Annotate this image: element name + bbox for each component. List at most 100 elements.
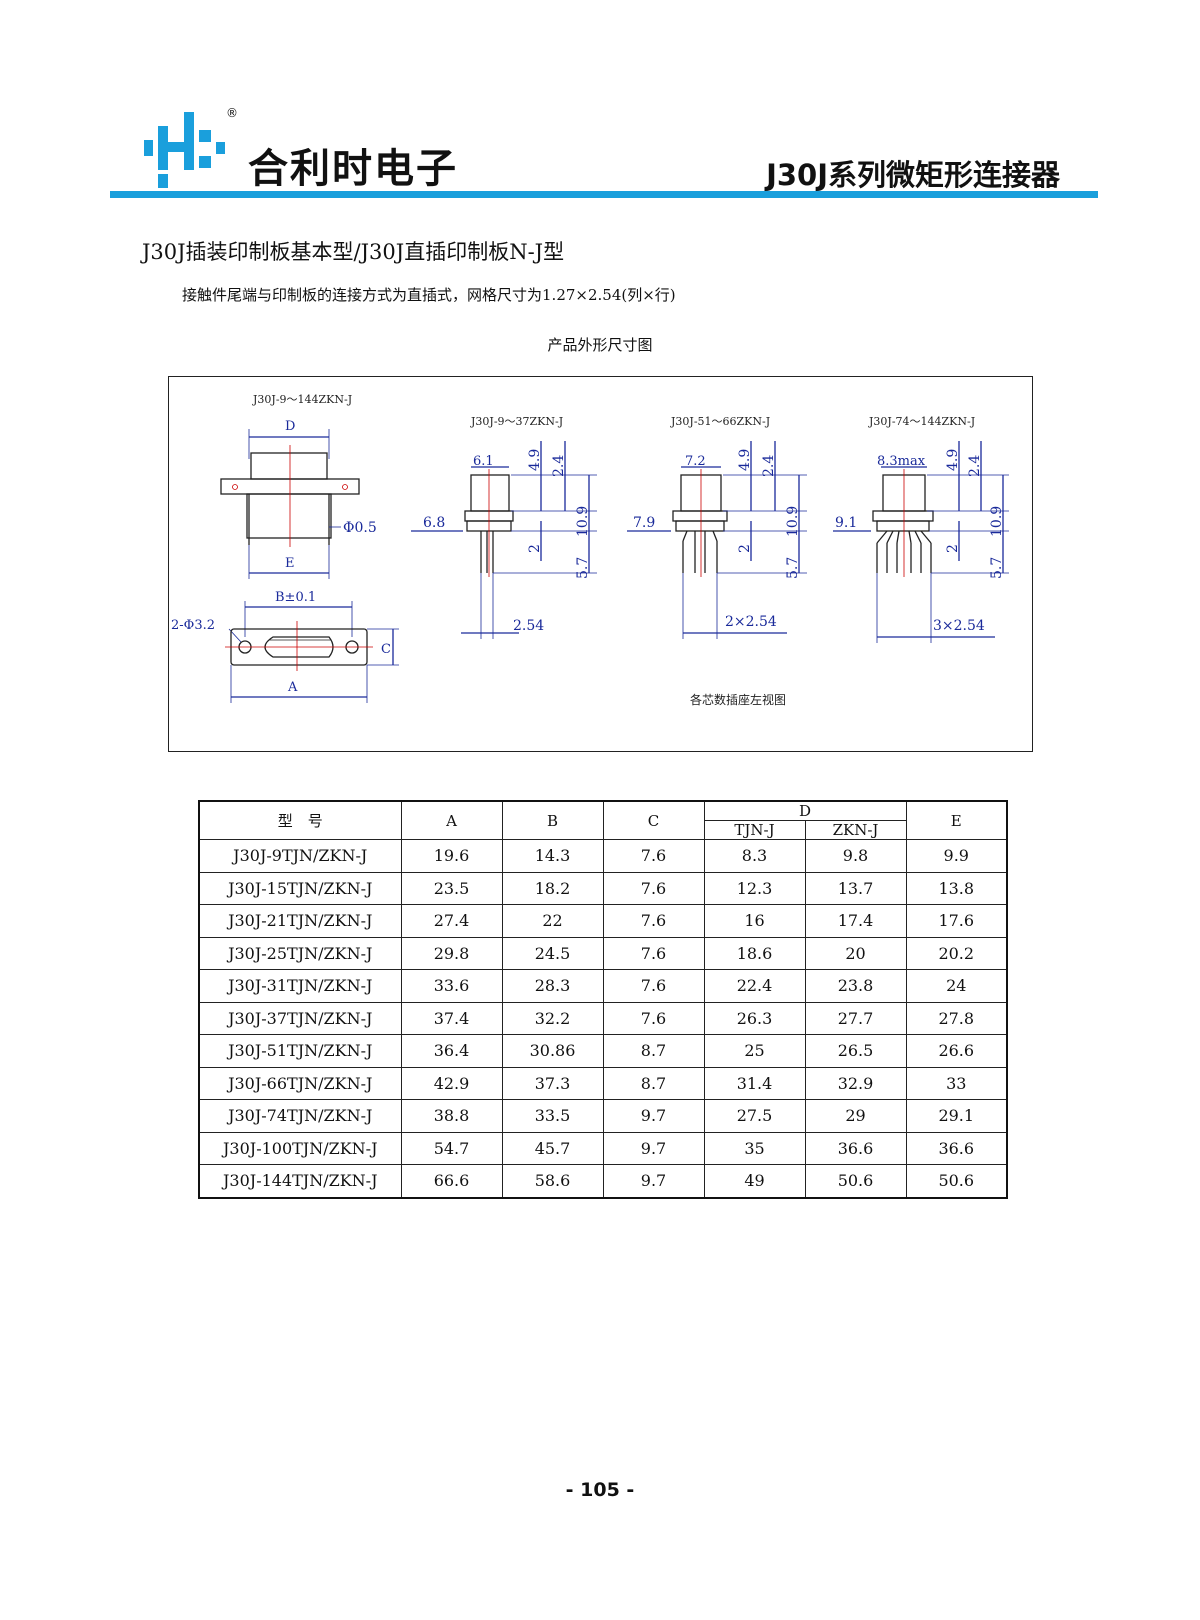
label-holes: 2-Φ3.2 (171, 618, 215, 633)
value-cell: 7.6 (602, 1001, 705, 1035)
view3-upper: 2.4 (761, 455, 777, 477)
model-cell: J30J-37TJN/ZKN-J (198, 1001, 402, 1035)
page-number: - 105 - (565, 1479, 635, 1501)
view2-pitch-label: 2.54 (513, 618, 544, 634)
dimension-table: 型 号 A B C D E TJN-J ZKN-J J30J-9TJN/ZKN-… (198, 800, 1008, 1199)
value-cell: 37.3 (501, 1066, 604, 1100)
view2-tail: 2 (527, 544, 543, 553)
value-cell: 28.3 (501, 969, 604, 1003)
value-cell: 24 (905, 969, 1008, 1003)
value-cell: 7.6 (602, 871, 705, 905)
drawing-title: 产品外形尺寸图 (547, 336, 653, 354)
model-cell: J30J-31TJN/ZKN-J (198, 969, 402, 1003)
value-cell: 54.7 (400, 1131, 503, 1165)
model-cell: J30J-25TJN/ZKN-J (198, 936, 402, 970)
value-cell: 50.6 (804, 1164, 907, 1198)
value-cell: 38.8 (400, 1099, 503, 1133)
value-cell: 35 (703, 1131, 806, 1165)
header-c: C (602, 800, 705, 840)
value-cell: 23.5 (400, 871, 503, 905)
header-d: D (703, 800, 907, 821)
brand-name: 合利时电子 (248, 146, 458, 192)
value-cell: 12.3 (703, 871, 806, 905)
value-cell: 9.8 (804, 839, 907, 873)
drawing-caption: 各芯数插座左视图 (690, 692, 786, 707)
value-cell: 9.7 (602, 1099, 705, 1133)
model-cell: J30J-144TJN/ZKN-J (198, 1164, 402, 1198)
model-cell: J30J-74TJN/ZKN-J (198, 1099, 402, 1133)
view2-height: 10.9 (575, 506, 591, 537)
value-cell: 8.7 (602, 1066, 705, 1100)
header-a: A (400, 800, 503, 840)
value-cell: 58.6 (501, 1164, 604, 1198)
view3-pitch-label: 2×2.54 (725, 614, 777, 630)
view-title-4: J30J-74～144ZKN-J (868, 415, 975, 428)
label-b: B±0.1 (275, 590, 316, 605)
view3-tail: 2 (737, 544, 753, 553)
view2-upper: 2.4 (551, 455, 567, 477)
view2-top: 4.9 (527, 449, 543, 471)
value-cell: 37.4 (400, 1001, 503, 1035)
value-cell: 36.6 (804, 1131, 907, 1165)
value-cell: 14.3 (501, 839, 604, 873)
value-cell: 33.5 (501, 1099, 604, 1133)
header-d-zkn: ZKN-J (804, 820, 907, 840)
view3-width-label: 7.2 (685, 454, 706, 469)
value-cell: 24.5 (501, 936, 604, 970)
header-e: E (905, 800, 1008, 840)
value-cell: 33.6 (400, 969, 503, 1003)
model-cell: J30J-21TJN/ZKN-J (198, 904, 402, 938)
registered-mark: ® (226, 106, 238, 120)
view-title-3: J30J-51～66ZKN-J (670, 415, 770, 428)
value-cell: 7.6 (602, 936, 705, 970)
label-e: E (285, 556, 295, 571)
model-cell: J30J-66TJN/ZKN-J (198, 1066, 402, 1100)
value-cell: 50.6 (905, 1164, 1008, 1198)
value-cell: 20.2 (905, 936, 1008, 970)
view4-top: 4.9 (945, 449, 961, 471)
value-cell: 45.7 (501, 1131, 604, 1165)
value-cell: 26.5 (804, 1034, 907, 1068)
value-cell: 17.4 (804, 904, 907, 938)
value-cell: 9.9 (905, 839, 1008, 873)
value-cell: 8.3 (703, 839, 806, 873)
view4-flange-label: 9.1 (835, 515, 857, 531)
view4-pitch-label: 3×2.54 (933, 618, 985, 634)
header-rule (110, 191, 1098, 198)
value-cell: 17.6 (905, 904, 1008, 938)
value-cell: 25 (703, 1034, 806, 1068)
value-cell: 22.4 (703, 969, 806, 1003)
value-cell: 18.6 (703, 936, 806, 970)
dimension-drawing: J30J-9～144ZKN-J D Φ0.5 E B±0.1 2-Φ3.2 (168, 376, 1033, 752)
value-cell: 27.5 (703, 1099, 806, 1133)
value-cell: 27.7 (804, 1001, 907, 1035)
value-cell: 18.2 (501, 871, 604, 905)
value-cell: 32.2 (501, 1001, 604, 1035)
value-cell: 49 (703, 1164, 806, 1198)
model-cell: J30J-9TJN/ZKN-J (198, 839, 402, 873)
hls-logo-icon (144, 112, 244, 192)
view-title-1: J30J-9～144ZKN-J (252, 393, 352, 406)
value-cell: 20 (804, 936, 907, 970)
label-a: A (287, 680, 298, 695)
value-cell: 23.8 (804, 969, 907, 1003)
value-cell: 27.8 (905, 1001, 1008, 1035)
view4-lower: 5.7 (989, 557, 1005, 579)
view3-flange-label: 7.9 (633, 515, 655, 531)
value-cell: 13.7 (804, 871, 907, 905)
value-cell: 16 (703, 904, 806, 938)
value-cell: 36.6 (905, 1131, 1008, 1165)
value-cell: 7.6 (602, 904, 705, 938)
label-c: C (381, 642, 391, 657)
model-cell: J30J-51TJN/ZKN-J (198, 1034, 402, 1068)
description: 接触件尾端与印制板的连接方式为直插式，网格尺寸为1.27×2.54(列×行) (182, 286, 676, 304)
